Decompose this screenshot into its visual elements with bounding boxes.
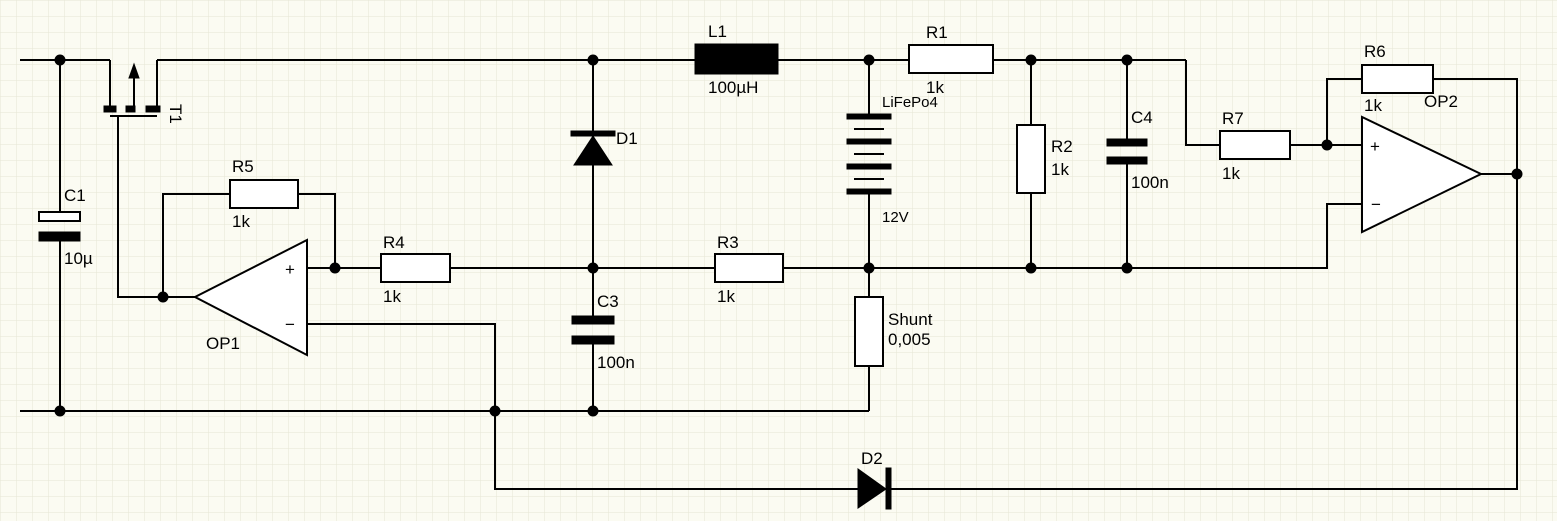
op1-plus-sign: + [285,260,295,279]
resistor-r1: R1 1k [908,23,994,97]
shunt-value-label: 0,005 [888,330,931,349]
capacitor-c3: C3 100n [571,292,635,372]
r5-ref-label: R5 [232,157,254,176]
junction-dot [329,262,341,274]
op2-ref-label: OP2 [1424,92,1458,111]
junction-dot [54,405,66,417]
r6-ref-label: R6 [1364,42,1386,61]
op1-ref-label: OP1 [206,334,240,353]
resistor-r7: R7 1k [1219,109,1291,183]
diode-d1: D1 [570,129,638,166]
c3-value-label: 100n [597,353,635,372]
r1-ref-label: R1 [926,23,948,42]
resistor-r3: R3 1k [714,233,784,306]
junction-dot [54,54,66,66]
r3-ref-label: R3 [717,233,739,252]
opamp-op1: + − OP1 [192,238,308,357]
r2-ref-label: R2 [1051,137,1073,156]
l1-value-label: 100µH [708,78,758,97]
r4-value-label: 1k [383,287,401,306]
junctions [54,54,1523,417]
shunt-ref-label: Shunt [888,310,933,329]
mosfet-t1: T1 [103,62,185,124]
diode-d2: D2 [857,449,892,510]
junction-dot [1121,54,1133,66]
op2-minus-sign: − [1371,195,1381,214]
capacitor-c4: C4 100n [1106,108,1169,192]
capacitor-c1: C1 10µ [38,186,93,268]
resistor-r5: R5 1k [229,157,299,231]
r3-value-label: 1k [717,287,735,306]
junction-dot [1321,139,1333,151]
junction-dot [1025,54,1037,66]
junction-dot [587,54,599,66]
resistor-r2: R2 1k [1016,124,1073,194]
c4-ref-label: C4 [1131,108,1153,127]
op2-plus-sign: + [1370,137,1380,156]
c1-ref-label: C1 [64,186,86,205]
c1-value-label: 10µ [64,249,93,268]
junction-dot [1121,262,1133,274]
r4-ref-label: R4 [383,233,405,252]
junction-dot [1025,262,1037,274]
junction-dot [489,405,501,417]
op1-minus-sign: − [285,315,295,334]
junction-dot [157,291,169,303]
r7-ref-label: R7 [1222,109,1244,128]
inductor-l1: L1 100µH [694,22,779,97]
battery-voltage-label: 12V [882,209,909,226]
battery: LiFePo4 12V [846,94,938,226]
shunt-resistor: Shunt 0,005 [854,296,933,367]
r5-value-label: 1k [232,212,250,231]
junction-dot [863,262,875,274]
t1-ref-label: T1 [166,104,185,124]
d2-ref-label: D2 [861,449,883,468]
resistor-r6: R6 1k [1361,42,1434,115]
junction-dot [863,54,875,66]
r1-value-label: 1k [926,78,944,97]
opamp-op2: + − OP2 [1361,92,1484,234]
junction-dot [587,262,599,274]
wires [20,59,1518,490]
r7-value-label: 1k [1222,164,1240,183]
r2-value-label: 1k [1051,160,1069,179]
junction-dot [587,405,599,417]
junction-dot [1511,168,1523,180]
c4-value-label: 100n [1131,173,1169,192]
l1-ref-label: L1 [708,22,727,41]
battery-chemistry-label: LiFePo4 [882,94,938,111]
c3-ref-label: C3 [597,292,619,311]
r6-value-label: 1k [1364,96,1382,115]
resistor-r4: R4 1k [380,233,451,306]
d1-ref-label: D1 [616,129,638,148]
